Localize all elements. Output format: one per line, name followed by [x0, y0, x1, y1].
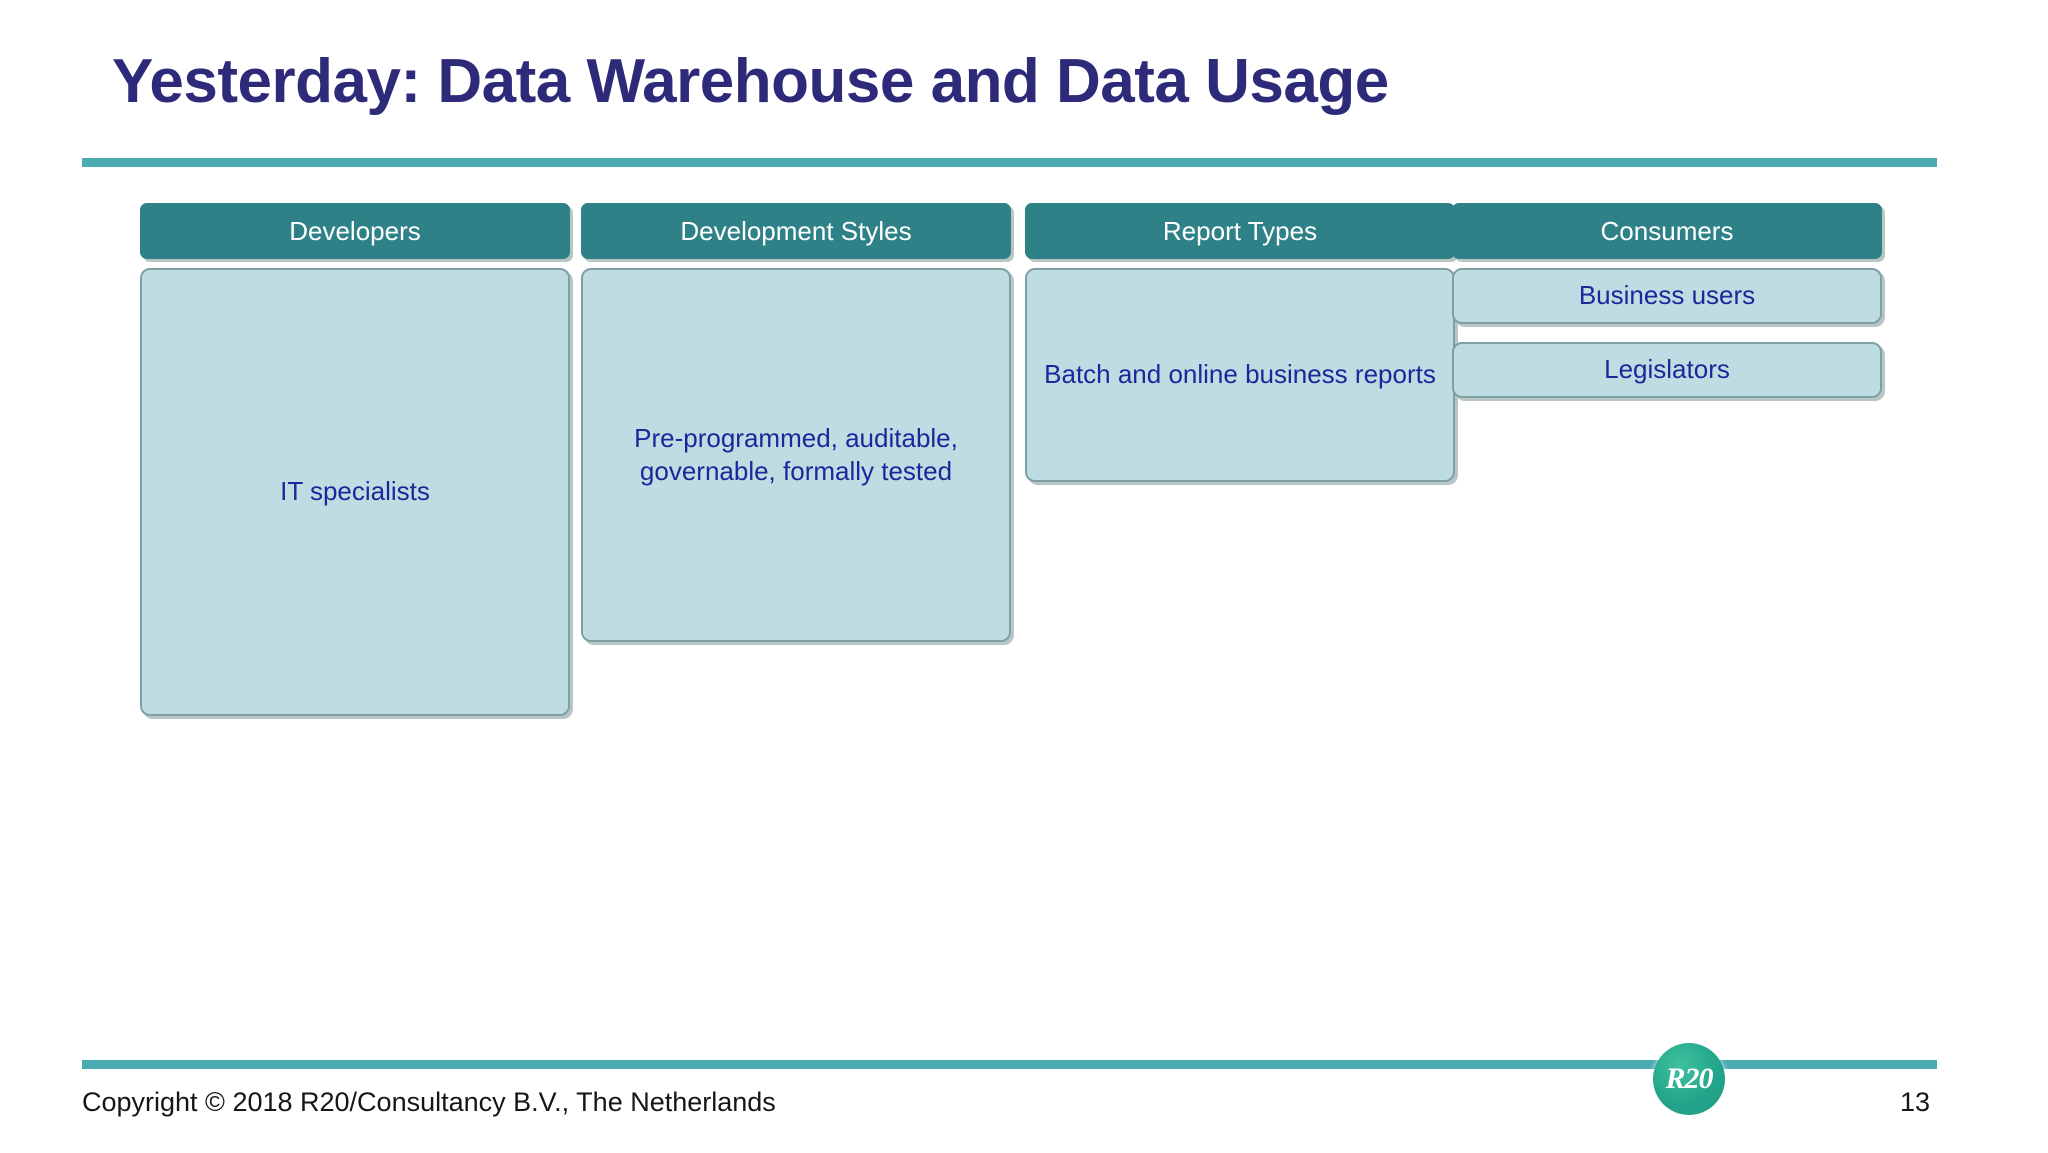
footer-divider [82, 1060, 1937, 1069]
matrix-cell[interactable]: Business users [1452, 268, 1882, 324]
r20-logo-icon: R20 [1653, 1043, 1725, 1115]
comparison-matrix: Developers IT specialists Development St… [140, 203, 1940, 743]
page-title: Yesterday: Data Warehouse and Data Usage [112, 47, 1389, 116]
copyright-text: Copyright © 2018 R20/Consultancy B.V., T… [82, 1087, 776, 1117]
matrix-cell[interactable]: Batch and online business reports [1025, 268, 1455, 482]
column-header-development-styles[interactable]: Development Styles [581, 203, 1011, 259]
matrix-cell[interactable]: IT specialists [140, 268, 570, 716]
page-number: 13 [1900, 1087, 1931, 1117]
column-header-report-types[interactable]: Report Types [1025, 203, 1455, 259]
column-header-consumers[interactable]: Consumers [1452, 203, 1882, 259]
matrix-column-development-styles: Development Styles Pre-programmed, audit… [581, 203, 1011, 642]
matrix-cell[interactable]: Pre-programmed, auditable, governable, f… [581, 268, 1011, 642]
matrix-column-developers: Developers IT specialists [140, 203, 570, 716]
column-header-developers[interactable]: Developers [140, 203, 570, 259]
matrix-column-consumers: Consumers Business users Legislators [1452, 203, 1882, 398]
matrix-cell[interactable]: Legislators [1452, 342, 1882, 398]
title-divider [82, 158, 1937, 167]
matrix-column-report-types: Report Types Batch and online business r… [1025, 203, 1455, 482]
